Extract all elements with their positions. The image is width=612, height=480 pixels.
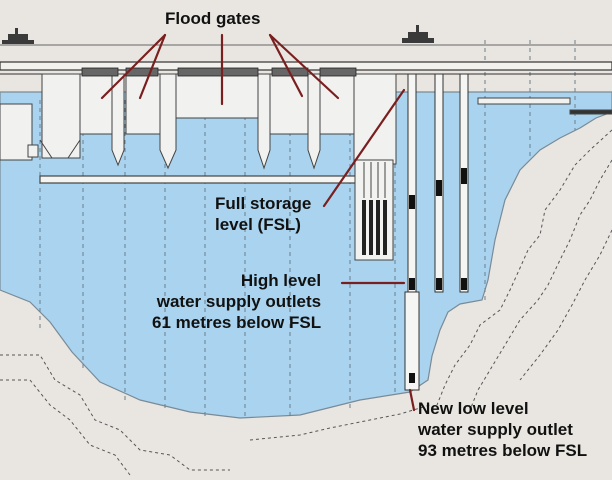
leader-low-outlet	[408, 388, 416, 412]
high-outlets-line-1: High level	[240, 271, 322, 290]
fsl-line-1: Full storage	[215, 194, 312, 213]
left-outlet-structure	[0, 103, 39, 161]
low-outlet-line-2: water supply outlet	[418, 420, 573, 439]
label-low-level-outlet: New low level water supply outlet 93 met…	[418, 398, 587, 461]
leader-floodgate-5	[268, 33, 340, 100]
reservoir-water	[0, 91, 612, 419]
fsl-line-2: level (FSL)	[215, 215, 301, 234]
label-high-level-outlets: High level water supply outlets 61 metre…	[152, 270, 321, 333]
label-full-storage-level: Full storage level (FSL)	[215, 193, 311, 235]
low-outlet-line-1: New low level	[418, 399, 529, 418]
leader-floodgate-1	[100, 33, 167, 100]
right-deck	[477, 97, 612, 115]
label-flood-gates: Flood gates	[165, 8, 260, 29]
terrain-strata-lines	[0, 129, 612, 476]
leader-fsl	[322, 88, 406, 208]
crest-building-middle	[402, 25, 434, 43]
leader-floodgate-4	[268, 33, 304, 98]
gallery-bar	[39, 175, 361, 184]
leader-lines	[100, 33, 416, 412]
flood-gates-text: Flood gates	[165, 9, 261, 28]
crest-building-left	[2, 28, 34, 44]
leader-floodgate-2	[138, 33, 167, 100]
intake-tower	[354, 159, 394, 261]
high-outlets-line-2: water supply outlets	[156, 292, 322, 311]
low-outlet-line-3: 93 metres below FSL	[418, 441, 588, 460]
outlet-valves	[409, 168, 467, 383]
high-outlets-line-3: 61 metres below FSL	[152, 313, 322, 332]
